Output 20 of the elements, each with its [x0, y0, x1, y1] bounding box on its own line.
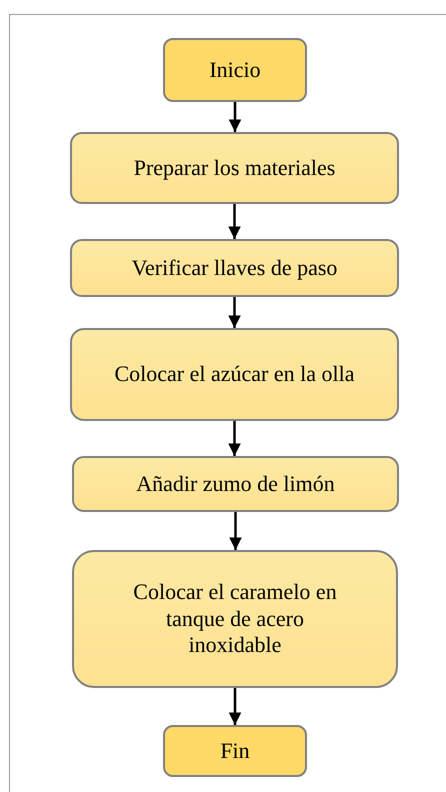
- arrow: [228, 204, 241, 239]
- process-box: [70, 132, 399, 204]
- terminal-box: [163, 38, 307, 102]
- step-text: Verificar llaves de paso: [132, 254, 338, 282]
- arrow: [228, 297, 241, 328]
- terminal-box: [163, 725, 307, 777]
- process-box: [70, 239, 399, 297]
- arrow: [228, 421, 241, 456]
- arrow: [228, 688, 242, 725]
- step-text: Inicio: [209, 56, 261, 84]
- step-text: Fin: [220, 738, 250, 764]
- step-text: Preparar los materiales: [134, 154, 336, 182]
- step-text: Añadir zumo de limón: [136, 470, 335, 498]
- process-box: [70, 328, 399, 421]
- step-text: Colocar el caramelo en tanque de acero inoxidable: [132, 578, 338, 660]
- process-box: [72, 456, 399, 512]
- step-text: Colocar el azúcar en la olla: [114, 361, 355, 388]
- arrow: [229, 512, 242, 550]
- process-box: [72, 550, 398, 688]
- arrow: [228, 102, 242, 132]
